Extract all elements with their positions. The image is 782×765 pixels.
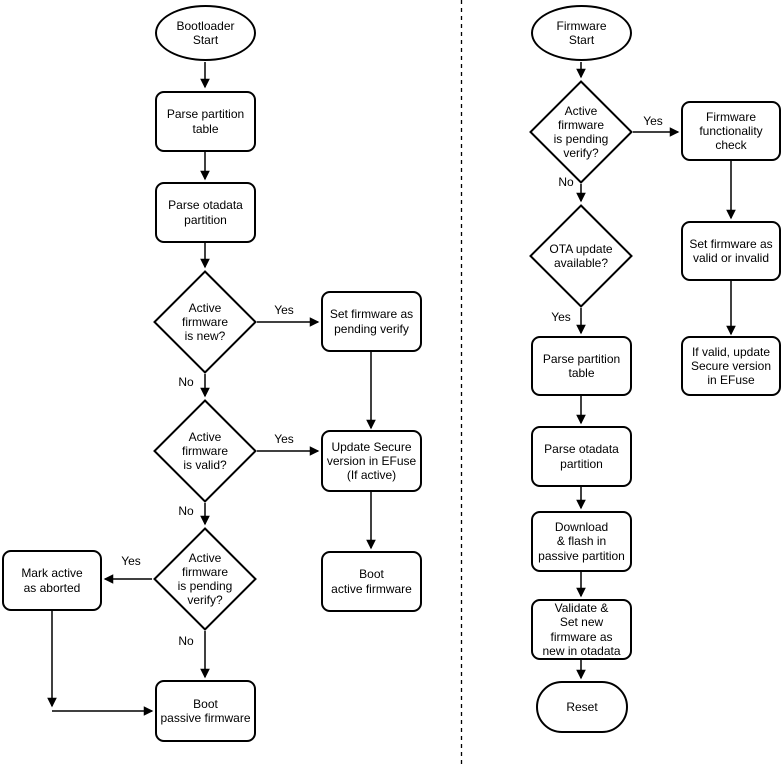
node-label: Parse otadata partition [544,442,619,471]
diamond-shape [153,527,257,631]
node-label: If valid, update Secure version in EFuse [690,344,772,388]
node-label: Boot active firmware [331,567,412,596]
node-label: Active firmware is valid? [181,429,228,473]
node-fw-parse-otadata-partition: Parse otadata partition [531,426,632,487]
node-label: Mark active as aborted [21,566,83,595]
diamond-shape [153,270,257,374]
node-label: Parse otadata partition [168,198,243,227]
node-label: Validate & Set new firmware as new in ot… [542,601,621,658]
node-label: Firmware Start [556,18,607,47]
node-active-firmware-is-new: Active firmware is new? [153,270,257,374]
node-label: OTA update available? [549,241,613,270]
node-bootloader-start: Bootloader Start [155,5,256,61]
node-label: Set firmware as valid or invalid [689,236,773,265]
node-label: Firmware functionality check [699,109,763,153]
node-fw-parse-partition-table: Parse partition table [531,336,632,396]
node-active-firmware-is-valid: Active firmware is valid? [153,399,257,503]
node-label: Active firmware is pending verify? [177,550,233,608]
diamond-shape [153,399,257,503]
node-ota-update-available: OTA update available? [529,204,633,308]
diamond-shape [529,80,633,184]
node-set-firmware-valid-invalid: Set firmware as valid or invalid [681,221,781,281]
edge-label-isvalid-no: No [178,504,194,518]
node-parse-otadata-partition: Parse otadata partition [155,182,256,243]
node-label: Bootloader Start [176,18,235,47]
edge-label-fw-pending-no: No [558,175,574,189]
node-label: Boot passive firmware [160,696,251,725]
node-fw-active-firmware-pending-verify: Active firmware is pending verify? [529,80,633,184]
node-label: Set firmware as pending verify [329,307,414,336]
edge-label-isnew-no: No [178,375,194,389]
node-reset: Reset [536,681,628,733]
node-boot-active-firmware: Boot active firmware [321,551,422,612]
edge-label-fw-pending-yes: Yes [643,114,663,128]
node-firmware-start: Firmware Start [531,5,632,61]
node-label: Active firmware is new? [181,300,228,344]
edge-label-isnew-yes: Yes [274,303,294,317]
node-parse-partition-table: Parse partition table [155,91,256,152]
node-boot-passive-firmware: Boot passive firmware [155,680,256,742]
node-label: Reset [566,699,598,714]
edge-label-ota-yes: Yes [551,310,571,324]
diamond-shape [529,204,633,308]
node-label: Active firmware is pending verify? [553,103,609,161]
node-set-firmware-pending-verify: Set firmware as pending verify [321,291,422,352]
node-firmware-functionality-check: Firmware functionality check [681,101,781,161]
node-active-firmware-pending-verify: Active firmware is pending verify? [153,527,257,631]
node-label: Download & flash in passive partition [538,520,625,563]
node-label: Update Secure version in EFuse (If activ… [326,439,417,483]
node-mark-active-aborted: Mark active as aborted [2,550,102,611]
node-validate-set-new: Validate & Set new firmware as new in ot… [531,599,632,660]
edge-label-pending-no: No [178,634,194,648]
node-label: Parse partition table [542,351,621,380]
node-download-flash-passive: Download & flash in passive partition [531,511,632,572]
node-if-valid-update-secure: If valid, update Secure version in EFuse [681,336,781,396]
edge-label-isvalid-yes: Yes [274,432,294,446]
edge-label-pending-yes: Yes [121,554,141,568]
node-label: Parse partition table [166,107,245,136]
node-update-secure-version: Update Secure version in EFuse (If activ… [321,430,422,492]
